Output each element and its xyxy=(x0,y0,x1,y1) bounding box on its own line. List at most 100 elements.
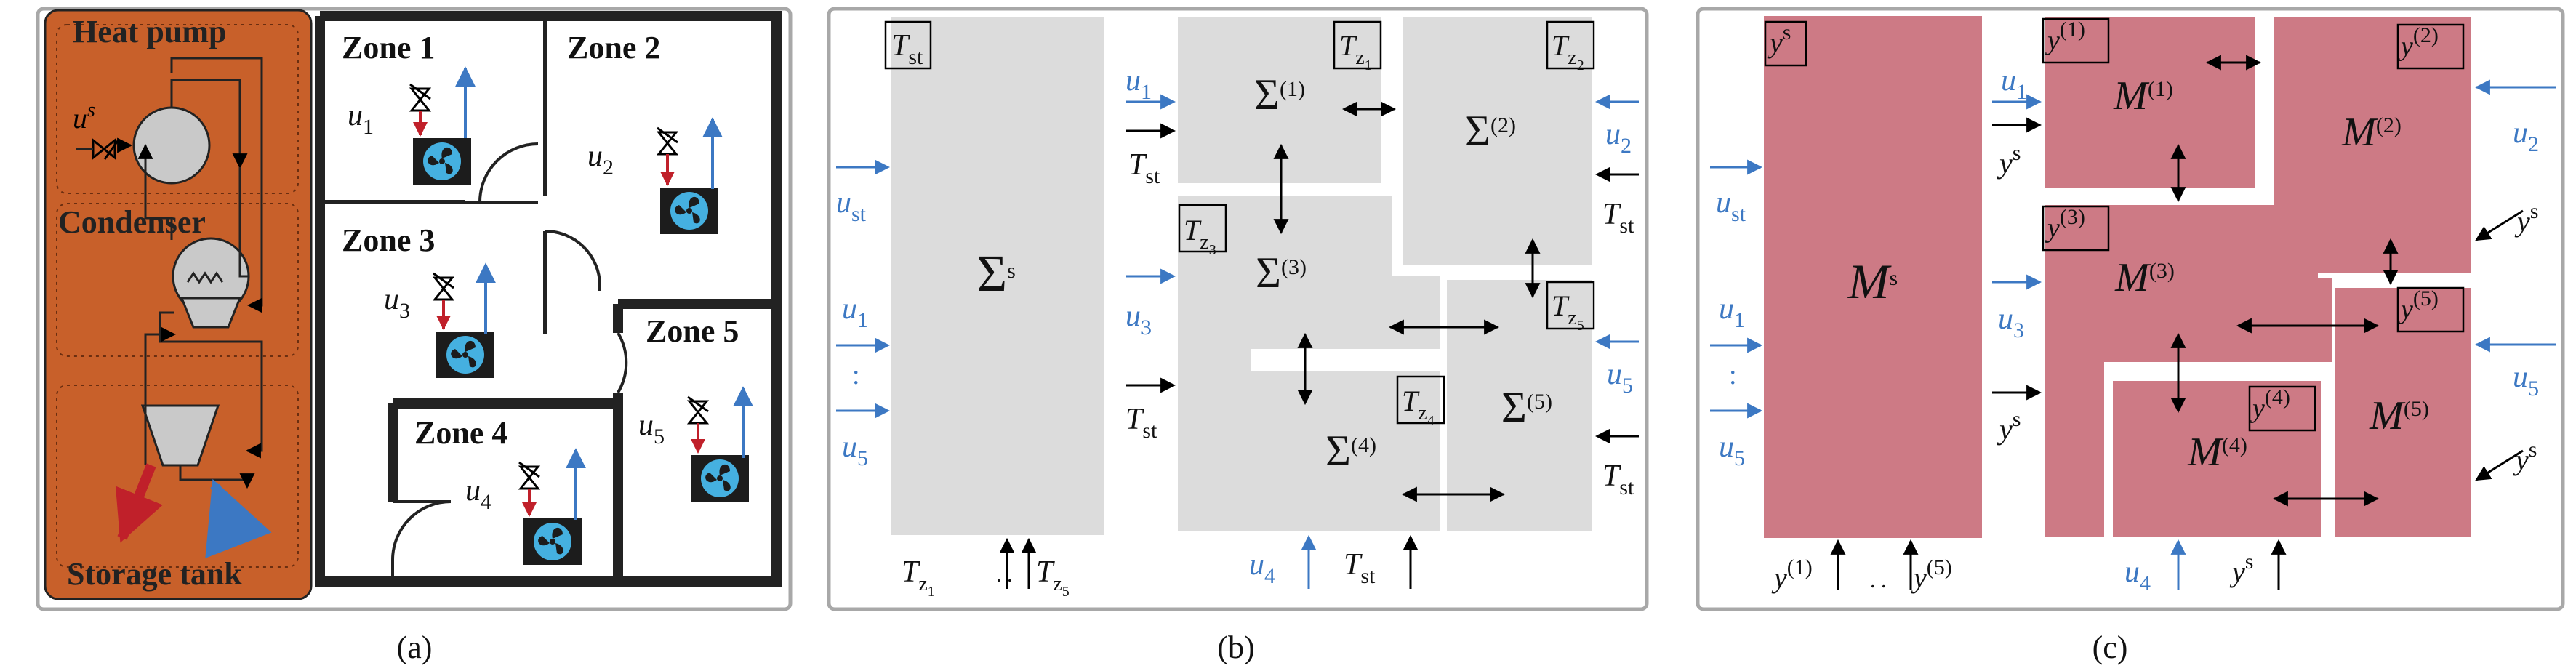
m-2-label: M(2) xyxy=(2341,110,2402,155)
zone-2-label: Zone 2 xyxy=(567,30,660,65)
tz4-label: Tz4 xyxy=(1402,385,1435,429)
zone-2-u-label: u2 xyxy=(587,140,614,180)
vdots-label: : xyxy=(852,360,860,390)
ust-c-label: ust xyxy=(1716,186,1746,226)
caption-a: (a) xyxy=(397,630,433,665)
tz1-box xyxy=(1333,20,1382,70)
tank-icon xyxy=(140,404,220,467)
zone-4-fan-icon xyxy=(523,518,582,565)
caption-b: (b) xyxy=(1217,630,1254,665)
u5-left-label: u5 xyxy=(842,430,868,470)
y4-box xyxy=(2248,385,2316,432)
sigma-3-label: Σ(3) xyxy=(1256,249,1307,297)
u4-c-zone-label: u4 xyxy=(2124,555,2151,595)
m-4-label: M(4) xyxy=(2187,430,2247,475)
caption-c: (c) xyxy=(2093,630,2128,665)
dots-c: . . xyxy=(1870,568,1887,592)
ys-zone2-arrow xyxy=(2475,209,2524,241)
sigma-1-label: Σ(1) xyxy=(1254,71,1305,118)
heat-pump-label: Heat pump xyxy=(73,14,226,49)
m-3-label: M(3) xyxy=(2114,255,2175,300)
heat-pump-section xyxy=(56,24,299,194)
zone-3-fan-icon xyxy=(436,332,494,378)
blue-pipe-arrow xyxy=(205,478,272,558)
u1-c-left-label: u1 xyxy=(1719,292,1745,332)
tst-label: Tst xyxy=(891,29,923,69)
zone-blocks-m xyxy=(2045,17,2471,537)
tz4-box xyxy=(1396,375,1445,425)
storage-block-m xyxy=(1764,16,1982,538)
m-5-label: M(5) xyxy=(2369,393,2429,438)
u1-zone-label: u1 xyxy=(1126,64,1152,104)
m-1-label: M(1) xyxy=(2113,73,2173,118)
u1-c-zone-label: u1 xyxy=(2001,64,2027,104)
y3-box-label: y(3) xyxy=(2045,205,2085,244)
sigma-2-label: Σ(2) xyxy=(1465,107,1516,155)
zone-5-fan-icon xyxy=(691,455,749,502)
y4-box-label: y(4) xyxy=(2250,385,2290,424)
u3-zone-label: u3 xyxy=(1126,300,1152,339)
zone-1-label: Zone 1 xyxy=(342,30,435,65)
tst-zone3-label: Tst xyxy=(1126,403,1157,443)
ys-zone5-label: ys xyxy=(2513,438,2537,476)
zone-3-u-label: u3 xyxy=(384,283,410,323)
ys-zone5-arrow xyxy=(2475,449,2524,481)
us-label: us xyxy=(73,99,95,134)
y1-box xyxy=(2042,17,2110,64)
condenser-section xyxy=(56,203,299,357)
tz5-label: Tz5 xyxy=(1552,289,1584,334)
zone-5-label: Zone 5 xyxy=(646,313,739,349)
building-floorplan xyxy=(315,11,782,587)
u5-c-zone-label: u5 xyxy=(2513,361,2539,401)
y1-bottom-label: y(1) xyxy=(1771,555,1813,594)
y1-box-label: y(1) xyxy=(2045,17,2085,56)
y5-box-label: y(5) xyxy=(2398,286,2439,325)
tz2-label: Tz2 xyxy=(1552,29,1584,73)
storage-tank-label: Storage tank xyxy=(67,556,242,592)
sigma-s-label: Σs xyxy=(976,244,1016,302)
ys-zone1-label: ys xyxy=(1997,141,2021,180)
u5-c-left-label: u5 xyxy=(1719,430,1745,470)
tz1-label: Tz1 xyxy=(1339,29,1372,73)
tst-zone1-label: Tst xyxy=(1128,148,1160,188)
y2-box xyxy=(2396,23,2465,70)
sigma-5-label: Σ(5) xyxy=(1501,383,1552,431)
panel-b xyxy=(827,7,1649,611)
tst-zone4-label: Tst xyxy=(1344,548,1376,588)
ys-box-label: ys xyxy=(1767,20,1791,59)
storage-section xyxy=(56,385,299,568)
ys-box xyxy=(1764,20,1807,67)
zone-3-label: Zone 3 xyxy=(342,222,435,258)
ys-zone2-label: ys xyxy=(2514,199,2538,238)
tz5-box xyxy=(1546,281,1595,330)
y5-bottom-label: y(5) xyxy=(1911,555,1952,594)
ys-zone4-label: ys xyxy=(2229,550,2253,588)
ys-zone3-label: ys xyxy=(1997,407,2021,446)
u3-c-zone-label: u3 xyxy=(1998,302,2024,342)
zone-4-label: Zone 4 xyxy=(414,415,507,451)
zone-4-u-label: u4 xyxy=(465,474,491,514)
storage-block-sigma xyxy=(891,17,1104,535)
u4-zone-label: u4 xyxy=(1249,548,1275,588)
vdots-c-label: : xyxy=(1729,360,1737,390)
y2-box-label: y(2) xyxy=(2398,23,2439,62)
u2-zone-label: u2 xyxy=(1605,118,1632,158)
u2-c-zone-label: u2 xyxy=(2513,116,2539,156)
y3-box xyxy=(2042,205,2110,252)
u5-zone-label: u5 xyxy=(1607,358,1633,398)
panel-c xyxy=(1696,7,2565,611)
ust-label: ust xyxy=(836,186,867,226)
tz3-label: Tz3 xyxy=(1184,214,1216,258)
sigma-4-label: Σ(4) xyxy=(1325,427,1376,475)
tst-zone5-label: Tst xyxy=(1602,459,1634,499)
tz5-bottom-label: Tz5 xyxy=(1036,555,1070,600)
tz2-box xyxy=(1546,20,1595,70)
m-s-label: Ms xyxy=(1847,254,1898,309)
y5-box xyxy=(2396,286,2465,333)
u1-left-label: u1 xyxy=(842,292,868,332)
zone-1-u-label: u1 xyxy=(348,99,374,139)
panel-a: Heat pump Condenser Storage tank us xyxy=(36,7,793,611)
tz1-bottom-label: Tz1 xyxy=(902,555,935,600)
